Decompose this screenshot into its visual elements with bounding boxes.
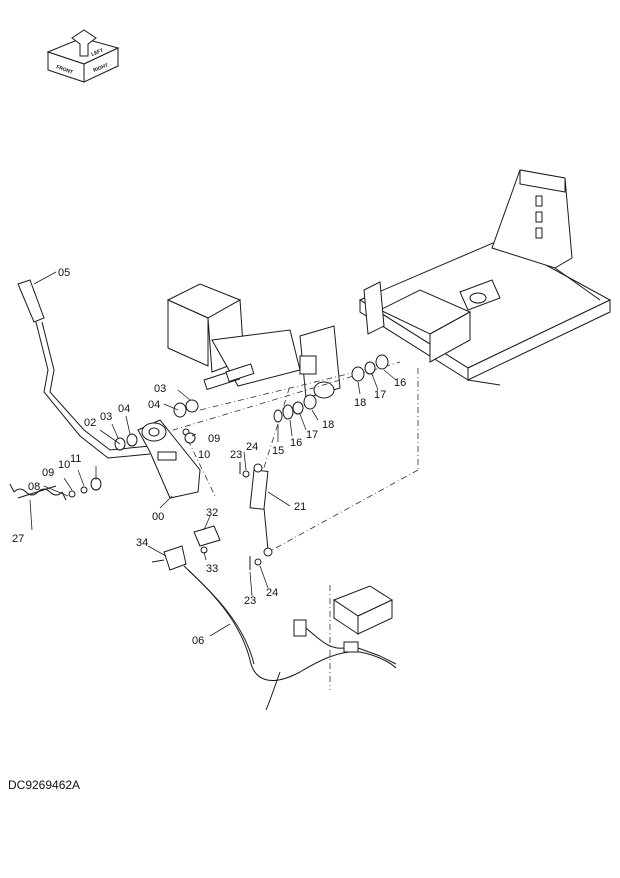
callout-labels: 05 03 04 03 04 02 09 10 11 10 09 08 27 0…: [12, 267, 406, 647]
drawing-id-label: DC9269462A: [8, 778, 81, 792]
damper-rod: [239, 462, 273, 570]
orientation-badge: FRONT RIGHT LEFT: [46, 29, 120, 83]
callout-16-b: 16: [394, 377, 406, 389]
callout-04-b: 04: [118, 403, 130, 415]
callout-24-a: 24: [246, 441, 258, 453]
callout-16-a: 16: [290, 437, 302, 449]
callout-15: 15: [272, 445, 284, 457]
callout-23-b: 23: [244, 595, 256, 607]
pedal-bracket: [166, 283, 341, 399]
right-hardware-stack: [273, 354, 389, 423]
sensor-harness: [151, 525, 397, 711]
callout-10-b: 10: [58, 459, 70, 471]
callout-03-a: 03: [154, 383, 166, 395]
callout-23-a: 23: [230, 449, 242, 461]
callout-33: 33: [206, 563, 218, 575]
callout-05: 05: [58, 267, 70, 279]
callout-09-a: 09: [208, 433, 220, 445]
base-frame: [358, 169, 612, 386]
callout-04-a: 04: [148, 399, 160, 411]
callout-00: 00: [152, 511, 164, 523]
leader-lines: [29, 271, 397, 637]
callout-09-b: 09: [42, 467, 54, 479]
pedal-lever: [17, 279, 201, 499]
badge-left-label: LEFT: [91, 48, 105, 58]
badge-right-label: RIGHT: [93, 62, 110, 73]
callout-08: 08: [28, 481, 40, 493]
callout-17-a: 17: [306, 429, 318, 441]
callout-18-a: 18: [322, 419, 334, 431]
callout-03-b: 03: [100, 411, 112, 423]
callout-24-b: 24: [266, 587, 278, 599]
callout-27: 27: [12, 533, 24, 545]
callout-21: 21: [294, 501, 306, 513]
callout-02: 02: [84, 417, 96, 429]
callout-18-b: 18: [354, 397, 366, 409]
callout-11: 11: [70, 453, 81, 465]
callout-10-a: 10: [198, 449, 210, 461]
callout-06: 06: [192, 635, 204, 647]
callout-17-b: 17: [374, 389, 386, 401]
callout-32: 32: [206, 507, 218, 519]
callout-34: 34: [136, 537, 148, 549]
badge-front-label: FRONT: [55, 64, 73, 76]
